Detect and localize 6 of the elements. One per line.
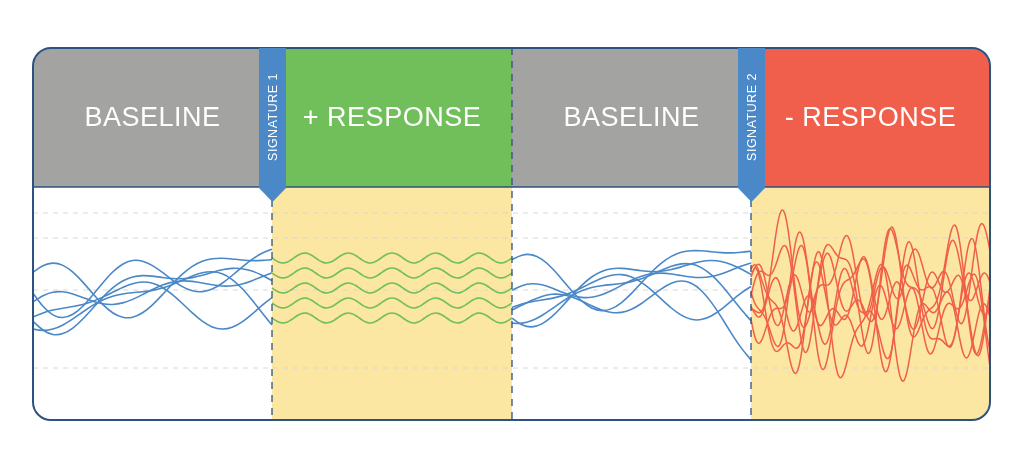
phase-label: BASELINE [84, 102, 221, 133]
signature-label: SIGNATURE 2 [744, 73, 759, 161]
signature-label: SIGNATURE 1 [265, 73, 280, 161]
phase-label: - RESPONSE [784, 102, 957, 133]
phase-label: + RESPONSE [302, 102, 482, 133]
phase-label: BASELINE [563, 102, 700, 133]
